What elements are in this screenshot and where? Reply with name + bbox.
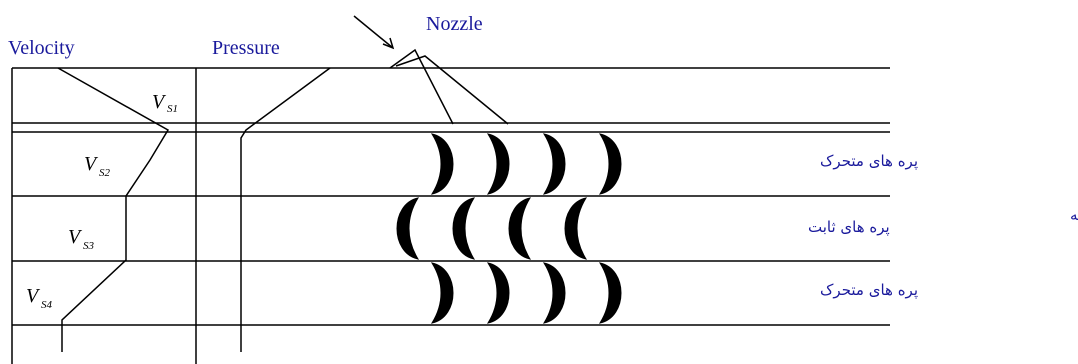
moving-blade-bottom-2 <box>486 262 510 324</box>
moving-blade-bottom-4 <box>598 262 622 324</box>
velocity-subscript-s2: S2 <box>99 167 111 179</box>
moving-blade-bottom-1 <box>430 262 454 324</box>
moving-blade-bottom-3 <box>542 262 566 324</box>
velocity-symbol-s1: V <box>152 91 167 113</box>
velocity-subscript-s1: S1 <box>167 103 178 115</box>
nozzle-pointer-left <box>389 48 454 125</box>
velocity-symbol-s4: V <box>26 285 41 307</box>
pressure-profile-line <box>240 67 331 352</box>
velocity-subscript-s3: S3 <box>83 240 95 252</box>
row-label-moving-top: پره های متحرک <box>820 152 918 171</box>
blade-rows <box>396 133 622 324</box>
fixed-blade-4 <box>564 197 588 260</box>
velocity-subscript-s4: S4 <box>41 299 53 311</box>
moving-blade-top-2 <box>486 133 510 195</box>
stage-frame <box>11 67 890 364</box>
velocity-symbol-s2: V <box>84 153 99 175</box>
fixed-blade-3 <box>508 197 532 260</box>
moving-blade-top-1 <box>430 133 454 195</box>
moving-blade-top-4 <box>598 133 622 195</box>
row-label-moving-bottom: پره های متحرک <box>820 281 918 300</box>
row-label-fixed: پره های ثابت <box>808 218 890 237</box>
turbine-caption: توربین دو طبقه <box>1070 206 1078 224</box>
pressure-label: Pressure <box>212 37 280 59</box>
velocity-label: Velocity <box>8 37 75 59</box>
fixed-blade-1 <box>396 197 420 260</box>
nozzle-pointer-right <box>395 55 509 125</box>
velocity-profile-line <box>57 67 170 352</box>
nozzle-label: Nozzle <box>426 13 483 35</box>
velocity-symbol-s3: V <box>68 226 83 248</box>
fixed-blade-2 <box>452 197 476 260</box>
moving-blade-top-3 <box>542 133 566 195</box>
nozzle-arrow <box>353 15 395 50</box>
